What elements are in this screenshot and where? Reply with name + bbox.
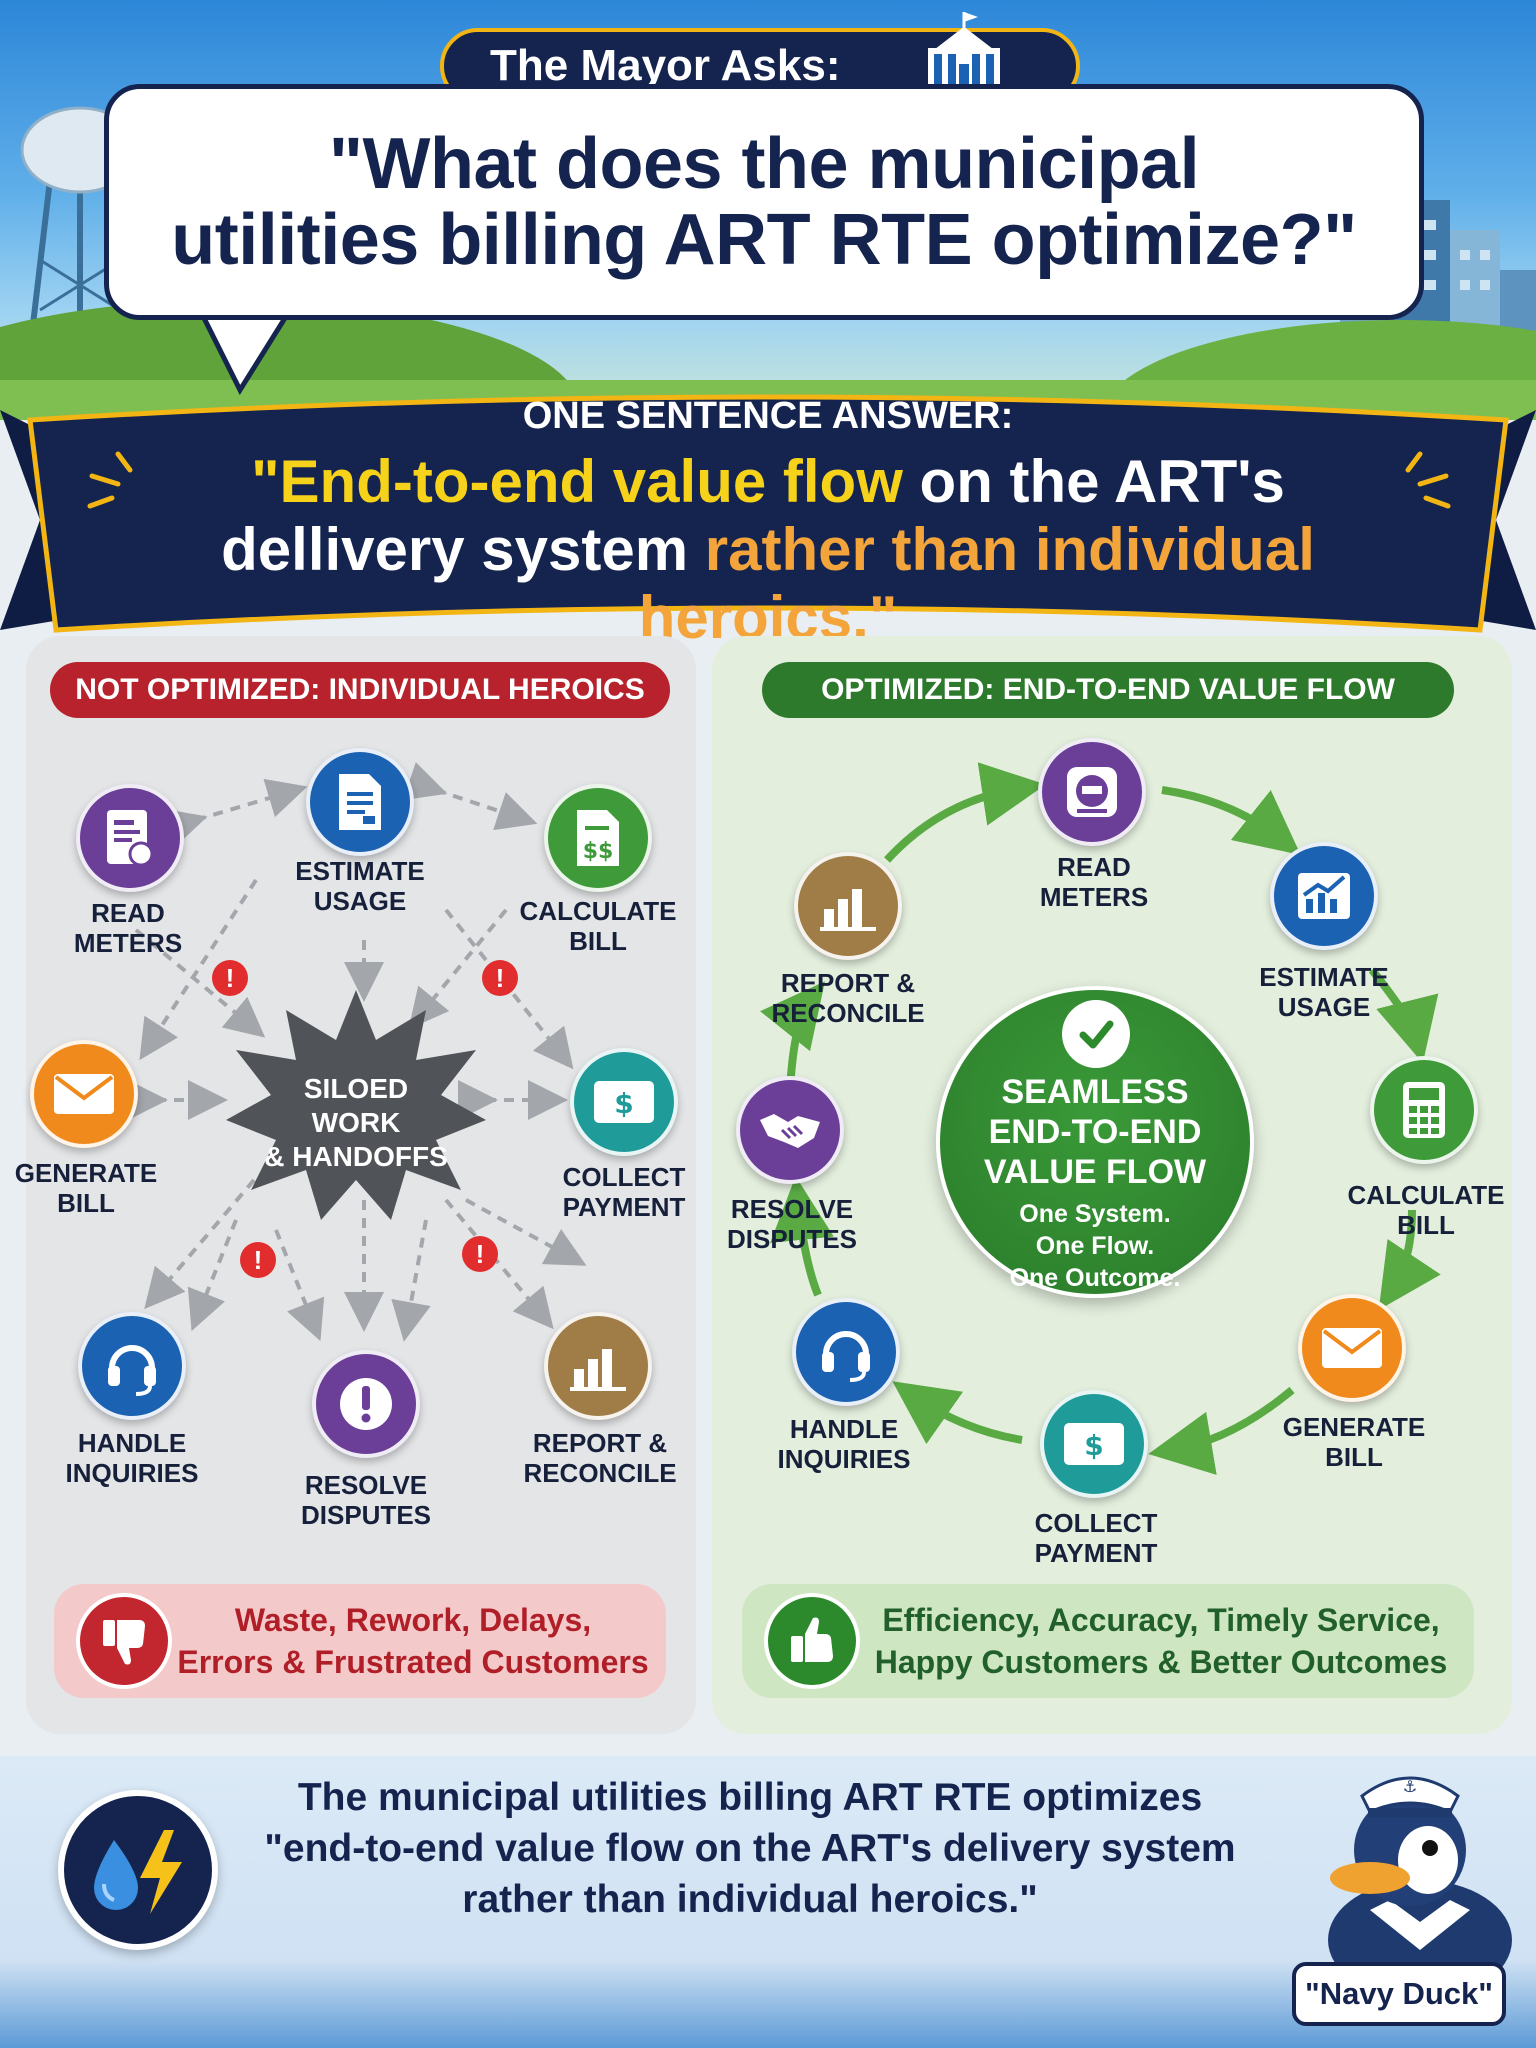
left-node-estimate-usage xyxy=(306,748,414,856)
right-result-box: Efficiency, Accuracy, Timely Service, Ha… xyxy=(742,1584,1474,1698)
right-label-resolve-disputes: RESOLVE DISPUTES xyxy=(726,1194,858,1254)
svg-text:$$: $$ xyxy=(583,839,614,864)
left-label-handle-inquiries: HANDLE INQUIRIES xyxy=(65,1428,199,1488)
meter-document-icon xyxy=(107,810,154,867)
answer-part-2: on the ART's xyxy=(902,448,1285,515)
sparkle-right-icon xyxy=(1405,451,1451,509)
left-node-collect-payment: $ xyxy=(570,1048,678,1156)
answer-quote: "End-to-end value flow on the ART's dell… xyxy=(120,448,1416,652)
right-panel-title: OPTIMIZED: END-TO-END VALUE FLOW xyxy=(762,662,1454,718)
left-label-resolve-disputes: RESOLVE DISPUTES xyxy=(300,1470,432,1530)
siloed-label: SILOED WORK & HANDOFFS xyxy=(256,1072,456,1174)
warning-icon: ! xyxy=(482,960,518,996)
bill-dollar-icon: $$ xyxy=(577,810,619,866)
left-label-read-meters: READ METERS xyxy=(73,898,183,958)
calculator-icon xyxy=(1403,1082,1445,1138)
question-title: "What does the municipal utilities billi… xyxy=(171,124,1357,280)
left-label-report-reconcile: REPORT & RECONCILE xyxy=(523,1428,677,1488)
question-line-2: utilities billing ART RTE optimize?" xyxy=(171,200,1357,280)
bar-chart-icon xyxy=(570,1349,626,1391)
right-node-resolve-disputes xyxy=(736,1076,844,1184)
svg-text:$: $ xyxy=(614,1087,633,1120)
left-label-collect-payment: COLLECT PAYMENT xyxy=(562,1162,686,1222)
left-node-generate-bill xyxy=(30,1040,138,1148)
seamless-flow-circle xyxy=(936,986,1254,1298)
right-label-estimate-usage: ESTIMATE USAGE xyxy=(1259,962,1389,1022)
footer xyxy=(0,1756,1536,2048)
right-result-text: Efficiency, Accuracy, Timely Service, Ha… xyxy=(874,1602,1448,1680)
warning-icon: ! xyxy=(212,960,248,996)
check-icon xyxy=(1062,1000,1130,1068)
left-result-text: Waste, Rework, Delays, Errors & Frustrat… xyxy=(177,1602,649,1680)
right-label-report-reconcile: REPORT & RECONCILE xyxy=(771,968,925,1028)
answer-part-3: dellivery system xyxy=(221,516,705,583)
svg-text:$: $ xyxy=(1084,1429,1103,1462)
value-flow-arrows xyxy=(760,762,1441,1475)
left-node-handle-inquiries xyxy=(78,1312,186,1420)
right-node-handle-inquiries xyxy=(792,1298,900,1406)
warning-icon: ! xyxy=(462,1236,498,1272)
answer-highlight-1: "End-to-end value flow xyxy=(251,448,903,515)
meter-icon xyxy=(1067,767,1117,817)
siloed-line-2: & HANDOFFS xyxy=(264,1141,448,1172)
right-node-calculate-bill xyxy=(1370,1056,1478,1164)
bar-chart-icon xyxy=(820,889,876,931)
right-node-report-reconcile xyxy=(794,852,902,960)
handshake-icon xyxy=(760,1114,820,1148)
answer-banner xyxy=(0,394,1536,633)
water-drop-lightning-icon xyxy=(94,1830,182,1914)
answer-text: ONE SENTENCE ANSWER: "End-to-end value f… xyxy=(120,395,1416,652)
left-node-resolve-disputes xyxy=(312,1350,420,1458)
headset-icon xyxy=(108,1345,156,1396)
right-node-collect-payment: $ xyxy=(1040,1390,1148,1498)
warning-icon: ! xyxy=(240,1242,276,1278)
right-node-generate-bill xyxy=(1298,1294,1406,1402)
footer-summary: The municipal utilities billing ART RTE … xyxy=(264,1776,1236,1921)
envelope-icon xyxy=(54,1074,114,1114)
answer-highlight-2: rather than individual heroics." xyxy=(638,516,1315,651)
question-bubble: "What does the municipal utilities billi… xyxy=(104,84,1424,320)
right-label-handle-inquiries: HANDLE INQUIRIES xyxy=(777,1414,911,1474)
left-label-estimate-usage: ESTIMATE USAGE xyxy=(295,856,425,916)
headset-icon xyxy=(822,1331,870,1382)
growth-chart-icon xyxy=(1298,873,1350,919)
navy-duck-mascot: ⚓ xyxy=(1328,1776,1512,1970)
mayor-asks-label: The Mayor Asks: xyxy=(490,41,841,90)
alert-icon xyxy=(340,1378,392,1430)
left-panel-title: NOT OPTIMIZED: INDIVIDUAL HEROICS xyxy=(50,662,670,718)
seamless-flow-text: SEAMLESS END-TO-END VALUE FLOW One Syste… xyxy=(983,1073,1207,1292)
document-icon xyxy=(339,774,381,830)
mascot-name-label: "Navy Duck" xyxy=(1292,1962,1506,2026)
left-label-generate-bill: GENERATE BILL xyxy=(14,1158,158,1218)
left-node-read-meters xyxy=(76,784,184,892)
left-node-report-reconcile xyxy=(544,1312,652,1420)
siloed-burst xyxy=(226,990,486,1220)
payment-icon: $ xyxy=(1064,1423,1124,1465)
right-label-generate-bill: GENERATE BILL xyxy=(1282,1412,1426,1472)
left-node-calculate-bill: $$ xyxy=(544,784,652,892)
envelope-icon xyxy=(1322,1328,1382,1368)
thumbs-down-icon xyxy=(76,1593,172,1689)
siloed-line-1: SILOED WORK xyxy=(303,1073,409,1138)
right-node-estimate-usage xyxy=(1270,842,1378,950)
water-energy-badge xyxy=(58,1790,218,1950)
payment-icon: $ xyxy=(594,1081,654,1123)
thumbs-up-icon xyxy=(764,1593,860,1689)
right-label-read-meters: READ METERS xyxy=(1039,852,1149,912)
right-label-calculate-bill: CALCULATE BILL xyxy=(1347,1180,1505,1240)
answer-label: ONE SENTENCE ANSWER: xyxy=(522,395,1014,437)
left-result-box: Waste, Rework, Delays, Errors & Frustrat… xyxy=(54,1584,666,1698)
right-node-read-meters xyxy=(1038,738,1146,846)
left-label-calculate-bill: CALCULATE BILL xyxy=(519,896,677,956)
question-line-1: "What does the municipal xyxy=(328,124,1200,204)
sparkle-left-icon xyxy=(87,451,133,509)
right-label-collect-payment: COLLECT PAYMENT xyxy=(1034,1508,1158,1568)
svg-text:⚓: ⚓ xyxy=(1403,1777,1417,1796)
